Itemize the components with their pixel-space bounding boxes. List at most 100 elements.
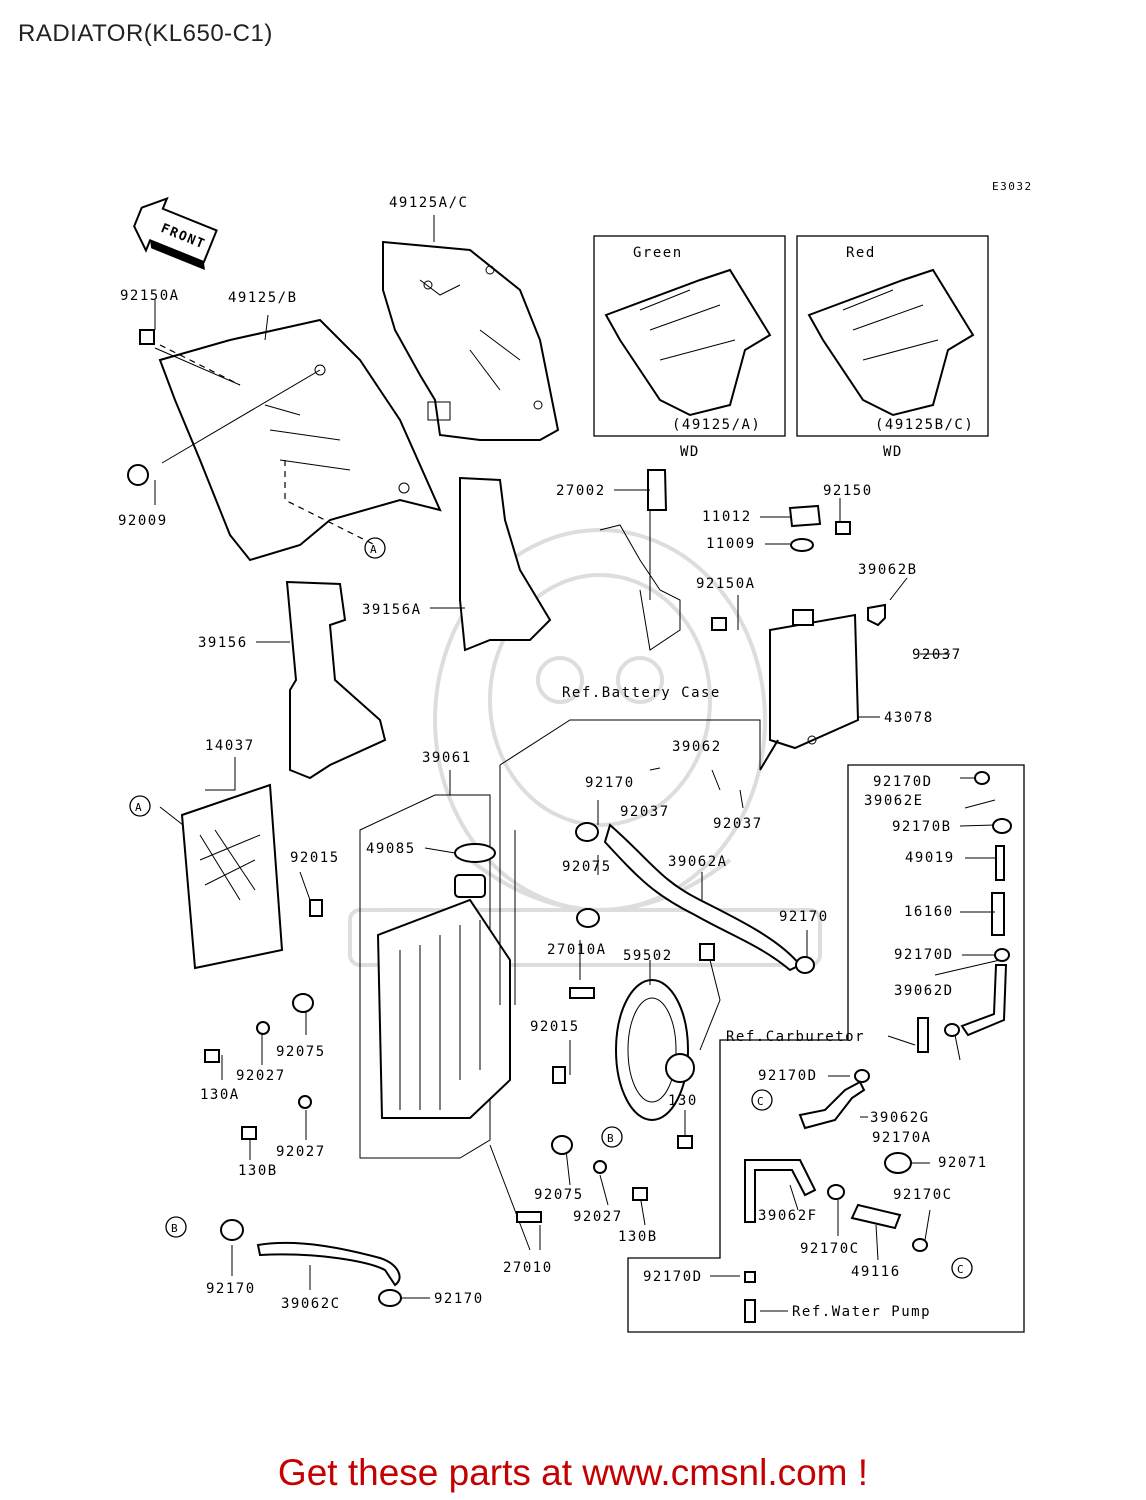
part-label: 27010 — [503, 1260, 553, 1276]
fasteners — [127, 329, 1012, 1323]
part-label: 92170D — [643, 1269, 703, 1285]
watermark-logo — [348, 528, 822, 967]
cap-11012 — [788, 504, 822, 528]
part-label: 39062F — [758, 1208, 818, 1224]
filter-49116 — [850, 1203, 902, 1230]
inset-green-color: Green — [633, 245, 683, 261]
inset-red: Red (49125B/C) WD — [796, 235, 989, 460]
leader-lines — [154, 215, 1001, 1312]
fan-59502 — [615, 943, 721, 1121]
part-label: 49116 — [851, 1264, 901, 1280]
svg-text:B: B — [607, 1132, 615, 1145]
ref-water-pump: Ref.Water Pump — [792, 1304, 931, 1320]
part-label: 130B — [618, 1229, 658, 1245]
part-label: 92015 — [290, 850, 340, 866]
hose-39062b — [867, 603, 886, 627]
hose-39062c — [256, 1241, 401, 1287]
part-label: 92150 — [823, 483, 873, 499]
part-label: 39062E — [864, 793, 924, 809]
part-label: 92150A — [120, 288, 180, 304]
part-label: 39156A — [362, 602, 422, 618]
hose-39062f — [744, 1159, 817, 1223]
part-label: 92027 — [573, 1209, 623, 1225]
front-arrow-icon: FRONT — [133, 196, 218, 270]
relay-27002 — [647, 469, 668, 511]
gasket-11009 — [790, 538, 814, 552]
vent-hose-box — [627, 764, 1025, 1333]
part-label: 92071 — [938, 1155, 988, 1171]
part-label: 92009 — [118, 513, 168, 529]
marker-a-2: A — [129, 795, 151, 817]
hose-39062d — [960, 964, 1008, 1037]
part-label: 16160 — [904, 904, 954, 920]
part-label: 49125/B — [228, 290, 298, 306]
part-label: 39062 — [672, 739, 722, 755]
svg-text:B: B — [171, 1222, 179, 1235]
inset-green-part: (49125/A) — [672, 417, 761, 433]
part-label: 130B — [238, 1163, 278, 1179]
inset-red-color: Red — [846, 245, 876, 261]
fitting-49019 — [995, 845, 1005, 881]
svg-text:A: A — [370, 543, 378, 556]
marker-b-1: B — [601, 1126, 623, 1148]
cover-39156 — [285, 580, 387, 780]
tank-43078 — [759, 609, 860, 771]
part-label: 11009 — [706, 536, 756, 552]
part-label: 92150A — [696, 576, 756, 592]
part-label: 92170 — [434, 1291, 484, 1307]
part-label: 14037 — [205, 738, 255, 754]
cap-49085 — [454, 843, 496, 863]
part-label: 39062A — [668, 854, 728, 870]
part-label: 39061 — [422, 750, 472, 766]
part-label: 92170C — [893, 1187, 953, 1203]
part-label: 92027 — [276, 1144, 326, 1160]
marker-c-1: C — [751, 1089, 773, 1111]
inset-green-note: WD — [680, 444, 700, 460]
part-label: 92170B — [892, 819, 952, 835]
part-label: 92170 — [206, 1281, 256, 1297]
part-label: 39156 — [198, 635, 248, 651]
part-label: 92027 — [236, 1068, 286, 1084]
svg-text:C: C — [957, 1263, 965, 1276]
inset-red-part: (49125B/C) — [875, 417, 974, 433]
part-label: 92170 — [779, 909, 829, 925]
part-label: 27010A — [547, 942, 607, 958]
part-label: 39062B — [858, 562, 918, 578]
part-label: 49019 — [905, 850, 955, 866]
page-title: RADIATOR(KL650-C1) — [18, 20, 273, 47]
part-label: 92037 — [912, 647, 962, 663]
part-label: 39062C — [281, 1296, 341, 1312]
cta-link[interactable]: Get these parts at www.cmsnl.com ! — [277, 1452, 869, 1493]
svg-text:C: C — [757, 1095, 765, 1108]
svg-text:A: A — [135, 801, 143, 814]
part-label: 92075 — [276, 1044, 326, 1060]
part-label: 92170A — [872, 1130, 932, 1146]
part-label: 92075 — [534, 1187, 584, 1203]
ref-battery-case: Ref.Battery Case — [562, 685, 721, 701]
battery-case-bracket — [599, 524, 681, 651]
ref-carburetor: Ref.Carburetor — [726, 1029, 865, 1045]
cover-39156a — [459, 476, 552, 652]
part-label: 92037 — [620, 804, 670, 820]
radiator-39061 — [359, 794, 511, 1159]
part-label: 43078 — [884, 710, 934, 726]
part-label: 92170D — [873, 774, 933, 790]
part-label: 92170 — [585, 775, 635, 791]
part-label: 130 — [668, 1093, 698, 1109]
shroud-49125-b — [158, 318, 442, 562]
inset-red-note: WD — [883, 444, 903, 460]
part-label: 39062D — [894, 983, 954, 999]
part-label: 130A — [200, 1087, 240, 1103]
part-label: 92170D — [758, 1068, 818, 1084]
screen-14037 — [180, 783, 284, 970]
marker-b-2: B — [165, 1216, 187, 1238]
shroud-49125-ac — [382, 240, 560, 441]
part-label: 49125A/C — [389, 195, 468, 211]
hose-39062g — [798, 1080, 866, 1130]
hose-routing-frame — [499, 719, 761, 1005]
part-label: 27002 — [556, 483, 606, 499]
marker-c-2: C — [951, 1257, 973, 1279]
part-label: 49085 — [366, 841, 416, 857]
marker-a-1: A — [364, 537, 386, 559]
